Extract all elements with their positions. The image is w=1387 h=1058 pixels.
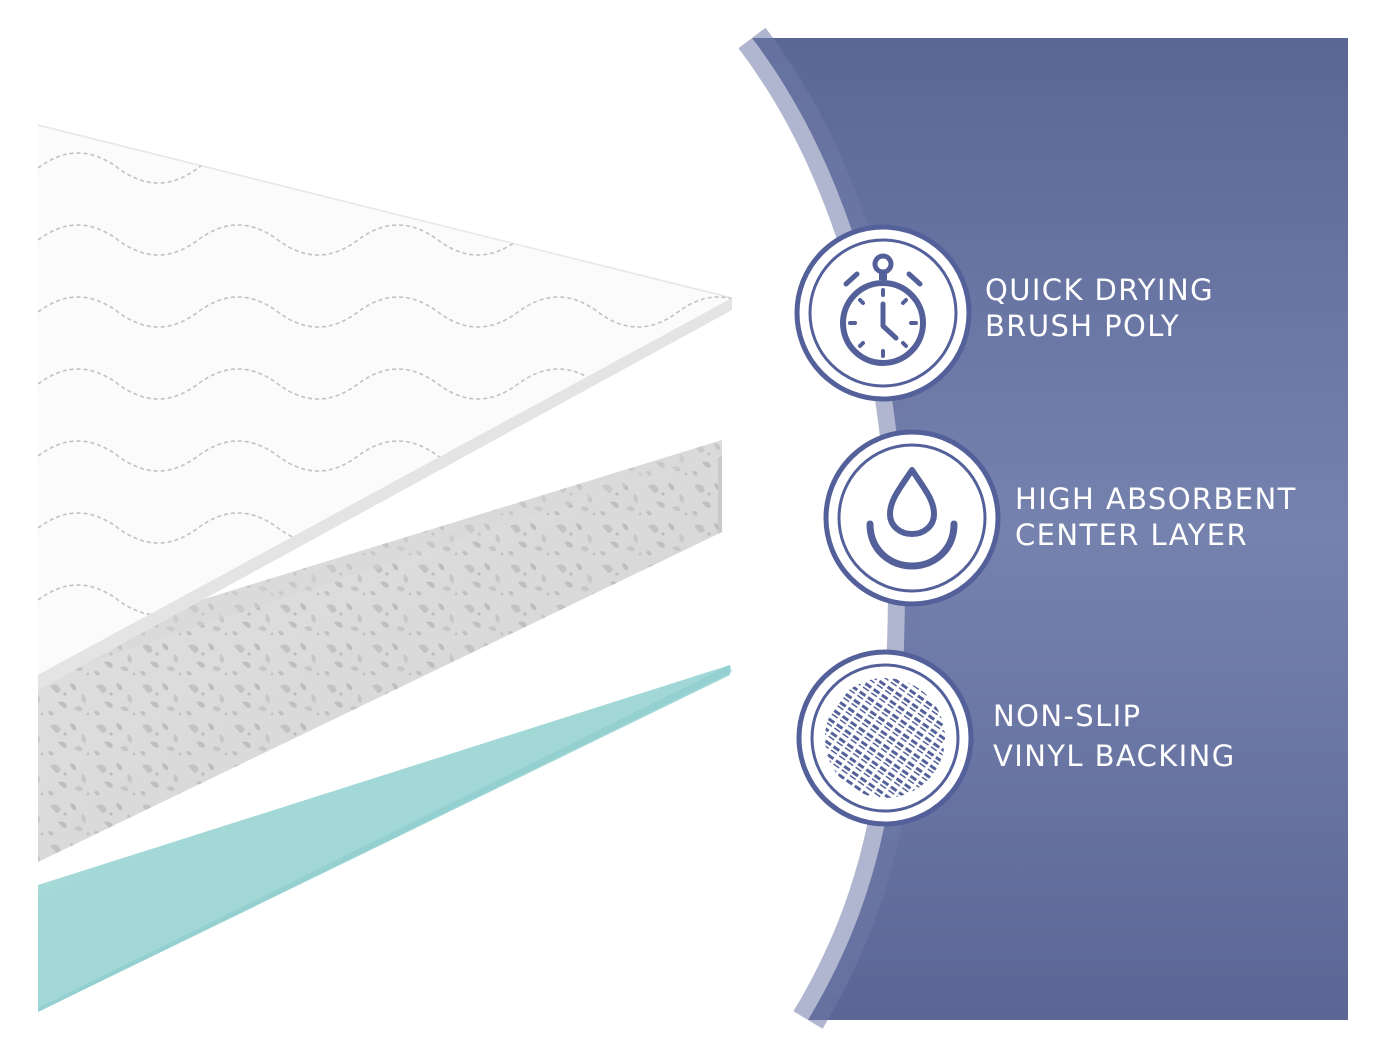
water-drop-icon <box>823 429 1001 607</box>
feature-1-line-2: BRUSH POLY <box>985 309 1181 343</box>
stopwatch-icon <box>794 224 972 402</box>
absorbent-center-layer <box>38 440 722 862</box>
feature-3-line-1: NON-SLIP <box>993 699 1142 733</box>
feature-3-line-2: VINYL BACKING <box>993 739 1236 773</box>
vinyl-backing-layer <box>38 665 732 1012</box>
feature-label-non-slip: NON-SLIP VINYL BACKING <box>993 696 1236 776</box>
feature-label-high-absorbent: HIGH ABSORBENT CENTER LAYER <box>1015 481 1297 553</box>
feature-2-line-1: HIGH ABSORBENT <box>1015 482 1297 516</box>
feature-2-line-2: CENTER LAYER <box>1015 518 1249 552</box>
feature-label-quick-drying: QUICK DRYING BRUSH POLY <box>985 272 1214 344</box>
feature-1-line-1: QUICK DRYING <box>985 273 1214 307</box>
grip-texture-icon <box>796 649 974 827</box>
